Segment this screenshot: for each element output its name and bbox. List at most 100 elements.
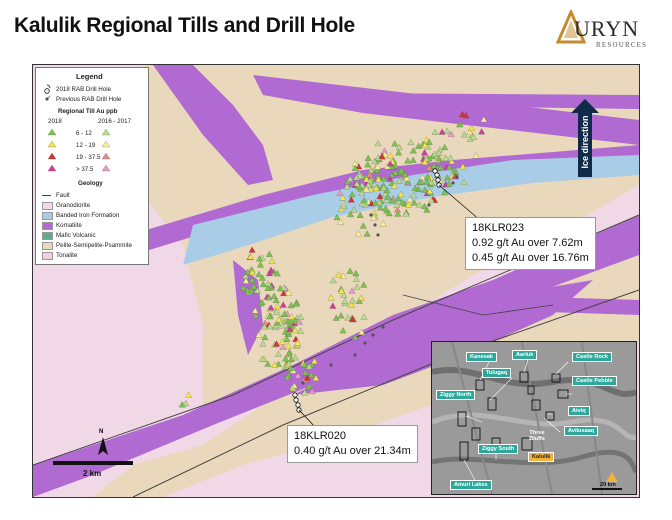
col-2018: 2018	[48, 118, 62, 125]
till-sample	[343, 183, 351, 190]
till-sample	[445, 164, 453, 171]
till-sample	[375, 175, 382, 183]
geology-title: Geology	[78, 180, 103, 187]
geology-swatch	[42, 252, 53, 260]
inset-label-ziggy-north: Ziggy North	[436, 390, 476, 400]
till-sample	[441, 189, 448, 196]
drill-2018-icon	[44, 84, 51, 94]
till-sample	[387, 152, 394, 159]
till-sample	[292, 317, 300, 324]
inset-label-castle-pebble: Castle Pebble	[572, 376, 617, 386]
till-sample	[447, 154, 455, 161]
till-sample	[259, 340, 267, 347]
map-title: Kalulik Regional Tills and Drill Hole	[14, 14, 355, 37]
till-sample	[327, 294, 335, 301]
regional-inset-map[interactable]: Kanesak Aarluk Castle Rock Tulugaq Castl…	[431, 341, 637, 495]
till-sample	[266, 269, 273, 277]
till-sample	[346, 267, 354, 274]
till-sample	[366, 171, 374, 178]
till-sample	[259, 274, 266, 281]
till-sample	[182, 399, 190, 407]
till-sample	[431, 128, 439, 135]
till-sample	[348, 191, 356, 198]
drill-hole-18klr020[interactable]	[292, 392, 302, 413]
till-sample	[380, 175, 388, 182]
till-sample	[291, 326, 299, 333]
till-sample	[264, 284, 272, 291]
till-sample	[425, 138, 433, 145]
till-sample	[271, 361, 279, 368]
till-sample	[395, 149, 402, 156]
range-2: 12 - 19	[76, 142, 96, 149]
till-sample	[294, 372, 302, 379]
till-sample	[259, 355, 266, 362]
till-sample	[341, 297, 349, 304]
till-sample	[356, 172, 364, 179]
scale-bar: 2 km	[53, 459, 153, 489]
geology-label: Pelite-Semipelite-Psammite	[56, 242, 132, 249]
till-sample	[348, 301, 355, 308]
till-sample	[253, 287, 261, 294]
till-sample	[239, 284, 247, 291]
till-sample	[430, 162, 438, 169]
geology-map[interactable]: Legend 2018 RAB Drill Hole Previous RAB …	[32, 64, 640, 498]
till-sample	[435, 155, 443, 162]
till-sample	[258, 298, 266, 306]
till-sample	[378, 152, 386, 159]
geology-swatch	[42, 222, 53, 230]
till-sample	[333, 213, 341, 221]
till-sample	[283, 373, 291, 380]
till-sample	[415, 201, 423, 208]
till-sample	[410, 147, 417, 154]
till-sample	[268, 257, 276, 264]
till-sample	[356, 211, 364, 218]
till-sample	[301, 369, 309, 376]
callout-a-line3: 0.45 g/t Au over 16.76m	[472, 252, 589, 264]
till-sample	[274, 302, 282, 309]
drill-hole-18klr023[interactable]	[432, 168, 442, 188]
till-sample	[308, 371, 315, 378]
till-sample	[346, 175, 354, 182]
inset-label-aarluk: Aarluk	[512, 350, 538, 360]
till-sample	[427, 196, 435, 204]
scale-bar-graphic	[53, 461, 133, 465]
till-sample	[404, 157, 412, 164]
till-sample	[426, 187, 434, 194]
inset-label-avilusaaq: Avilusaaq	[564, 426, 599, 436]
till-sample	[337, 312, 345, 319]
till-sample	[274, 350, 282, 357]
till-sample	[284, 342, 292, 349]
till-sample	[283, 335, 291, 342]
till-sample	[279, 301, 287, 308]
till-sample	[242, 277, 250, 284]
till-sample	[297, 327, 304, 334]
till-sample	[352, 275, 360, 282]
till-sample	[347, 210, 354, 218]
till-sample	[404, 178, 412, 185]
geology-label: Banded Iron Formation	[56, 212, 120, 219]
till-sample	[447, 130, 455, 137]
till-sample	[359, 222, 367, 229]
till-sample	[390, 182, 398, 189]
till-sample	[339, 194, 347, 201]
ice-direction-label: Ice direction	[580, 115, 590, 169]
till-sample	[410, 191, 418, 198]
till-sample	[397, 190, 405, 198]
till-sample	[468, 124, 475, 132]
till-sample	[409, 156, 417, 163]
till-sample	[275, 360, 282, 367]
drill-2018-label: 2018 RAB Drill Hole	[56, 86, 112, 93]
inset-label-aiviq: Aiviq	[568, 406, 590, 416]
callout-a-id: 18KLR023	[472, 222, 524, 234]
till-sample	[242, 272, 249, 279]
till-sample	[448, 157, 456, 165]
till-sample	[265, 294, 273, 301]
till-sample	[312, 374, 320, 381]
till-sample	[288, 313, 296, 320]
till-sample	[244, 286, 251, 293]
till-sample	[358, 328, 366, 335]
till-sample	[460, 131, 468, 138]
till-sample	[337, 218, 345, 225]
till-sample	[373, 166, 381, 173]
till-sample	[255, 331, 263, 338]
